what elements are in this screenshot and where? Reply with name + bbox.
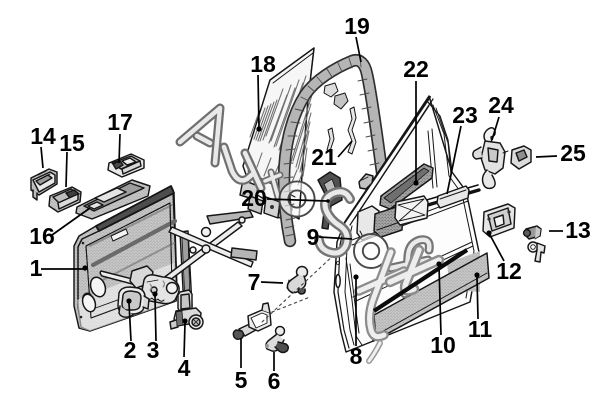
svg-text:16: 16 [29, 223, 55, 249]
svg-text:7: 7 [248, 269, 261, 295]
svg-text:12: 12 [496, 258, 522, 284]
svg-text:25: 25 [560, 140, 586, 166]
svg-text:1: 1 [30, 255, 43, 281]
svg-text:13: 13 [565, 217, 591, 243]
svg-text:20: 20 [241, 185, 267, 211]
svg-text:2: 2 [124, 337, 137, 363]
svg-text:8: 8 [350, 343, 363, 369]
svg-text:3: 3 [147, 337, 160, 363]
svg-text:24: 24 [488, 92, 514, 118]
svg-text:10: 10 [430, 332, 456, 358]
svg-text:6: 6 [268, 368, 281, 394]
svg-text:23: 23 [452, 102, 478, 128]
svg-text:15: 15 [59, 130, 85, 156]
svg-text:11: 11 [468, 316, 493, 342]
svg-text:18: 18 [250, 51, 276, 77]
svg-text:9: 9 [307, 224, 320, 250]
svg-text:17: 17 [107, 109, 133, 135]
svg-text:14: 14 [30, 123, 56, 149]
svg-text:5: 5 [235, 367, 248, 393]
svg-text:4: 4 [178, 355, 191, 381]
svg-text:19: 19 [344, 13, 370, 39]
svg-text:21: 21 [311, 144, 337, 170]
svg-text:22: 22 [403, 56, 429, 82]
